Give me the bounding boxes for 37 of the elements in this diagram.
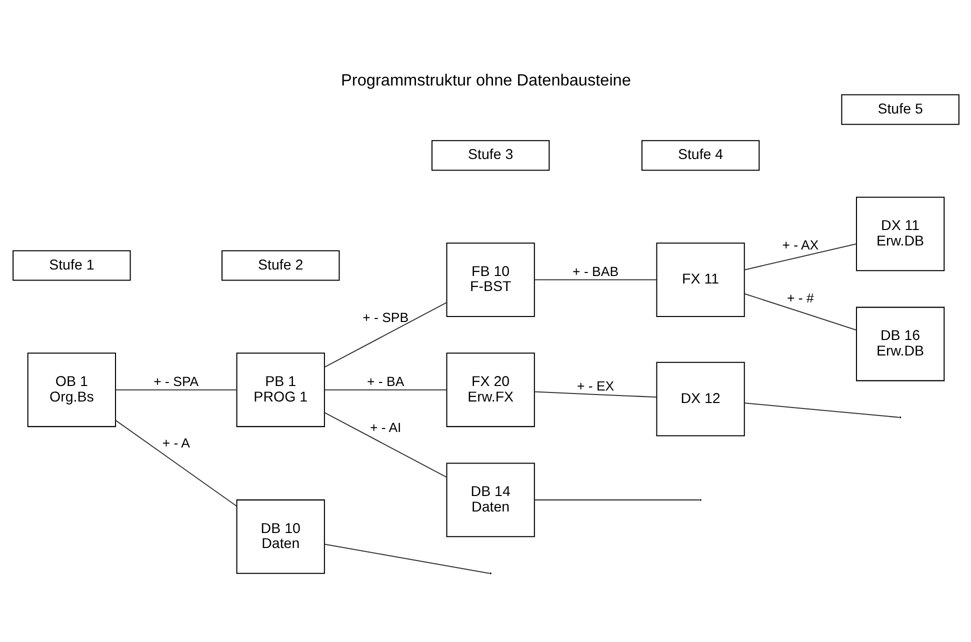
edge-label: + - EX <box>576 378 614 394</box>
edge-label: + - AX <box>782 238 818 253</box>
diagram-title: Programmstruktur ohne Datenbausteine <box>340 71 630 90</box>
node-box: FX 11 <box>656 242 744 317</box>
node-box: DB 16 Erw.DB <box>855 306 944 382</box>
connector <box>115 389 236 390</box>
label: Stufe 5 <box>877 101 922 118</box>
label: Stufe 2 <box>258 257 303 274</box>
connector <box>324 389 446 390</box>
edge-label: + - A <box>162 435 190 450</box>
label: Stufe 3 <box>468 147 513 164</box>
node-box: DB 14 Daten <box>446 462 534 538</box>
connector <box>324 302 446 368</box>
node-box: FX 20 Erw.FX <box>446 352 534 428</box>
edge-label: + - BAB <box>572 264 618 280</box>
node-box: DX 11 Erw.DB <box>855 196 944 272</box>
edge-label: + - SPB <box>362 310 408 325</box>
connector <box>534 279 656 280</box>
connector <box>324 412 446 478</box>
connector <box>744 293 856 331</box>
edge-label: + - SPA <box>153 374 198 390</box>
edge-label: + - BA <box>366 374 404 390</box>
node-box: PB 1 PROG 1 <box>236 352 324 428</box>
label: Stufe 4 <box>677 147 723 164</box>
node-box: DB 10 Daten <box>236 499 324 574</box>
node-box: DX 12 <box>656 362 744 436</box>
label: Stufe 1 <box>48 257 94 274</box>
connector <box>534 391 656 398</box>
node-box: FB 10 F-BST <box>446 242 534 317</box>
connector <box>324 544 490 574</box>
node-box: OB 1 Org.Bs <box>26 352 116 428</box>
connector <box>114 420 237 507</box>
edge-label: + - # <box>786 290 814 306</box>
edge-label: + - AI <box>369 420 401 436</box>
connector <box>744 243 856 270</box>
connector <box>744 402 899 418</box>
connector <box>534 499 699 500</box>
